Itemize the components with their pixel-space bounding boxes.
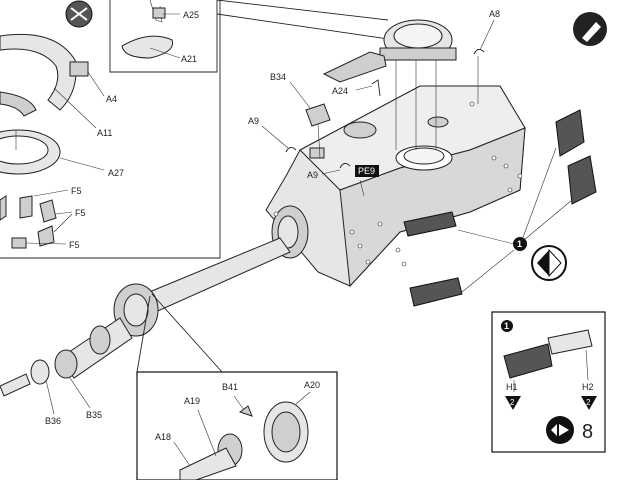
commander-cupola xyxy=(322,19,457,150)
label-a9-b: A9 xyxy=(307,170,318,180)
label-f5-a: F5 xyxy=(71,186,82,196)
turret-body xyxy=(265,85,526,288)
label-a11: A11 xyxy=(97,128,112,138)
spare-track-links xyxy=(403,109,597,307)
inset-callout-1-number: 1 xyxy=(504,321,509,331)
svg-text:2: 2 xyxy=(510,398,515,407)
label-a21: A21 xyxy=(181,54,197,64)
pe9-tag: PE9 xyxy=(355,165,379,177)
left-inset-panel: A25 A21 A4 A11 A27 F5 F5 F5 xyxy=(0,0,221,259)
label-a25: A25 xyxy=(183,10,199,20)
label-f5-c: F5 xyxy=(69,240,80,250)
label-a27: A27 xyxy=(108,168,124,178)
label-a19: A19 xyxy=(184,396,200,406)
right-inset-panel: 1 2 2 8 xyxy=(491,311,606,453)
repeat-step-icon xyxy=(546,416,574,444)
label-b34: B34 xyxy=(270,72,286,82)
label-a20: A20 xyxy=(304,380,320,390)
step-number: 8 xyxy=(582,421,593,443)
label-h2: H2 xyxy=(582,382,594,392)
label-a4: A4 xyxy=(106,94,117,104)
label-a8: A8 xyxy=(489,9,500,19)
label-pe9: PE9 xyxy=(358,166,375,176)
label-h1: H1 xyxy=(506,382,518,392)
label-f5-b: F5 xyxy=(75,208,86,218)
callout-1-number: 1 xyxy=(517,239,522,249)
bottom-inset-panel xyxy=(136,293,338,481)
label-a9-a: A9 xyxy=(248,116,259,126)
svg-text:2: 2 xyxy=(586,398,591,407)
paint-icon xyxy=(573,12,607,46)
label-b36: B36 xyxy=(45,416,61,426)
turret-small-parts xyxy=(261,19,495,197)
label-b35: B35 xyxy=(86,410,102,420)
no-glue-icon xyxy=(65,0,93,28)
sub-step-h1-marker: 2 xyxy=(505,396,521,410)
direction-arrow-icon xyxy=(531,245,567,281)
sub-step-h2-marker: 2 xyxy=(581,396,597,410)
label-b41: B41 xyxy=(222,382,238,392)
label-a24: A24 xyxy=(332,86,348,96)
callout-step-1: 1 xyxy=(513,237,527,251)
label-a18: A18 xyxy=(155,432,171,442)
gun-barrel xyxy=(0,237,291,415)
